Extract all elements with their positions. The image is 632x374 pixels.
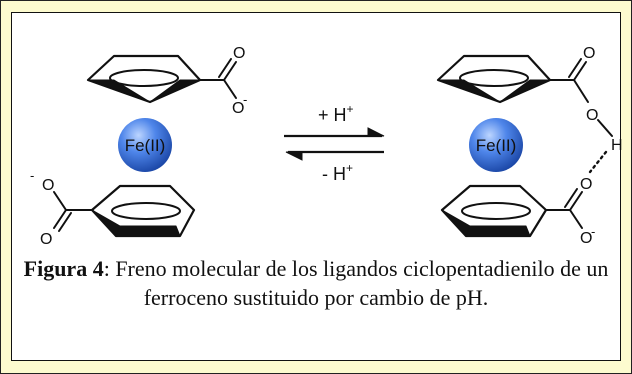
- right-top-hydroxyl-oxygen: O: [586, 107, 598, 124]
- left-top-cp-ring: [86, 54, 202, 104]
- reverse-arrowhead: [285, 151, 303, 161]
- right-iron-center: Fe(II): [469, 118, 523, 172]
- right-top-cp-ring: [436, 54, 552, 104]
- right-top-carbonyl-oxygen: O: [583, 45, 595, 62]
- left-iron-center: Fe(II): [118, 118, 172, 172]
- right-ferrocene: [436, 54, 613, 238]
- left-bottom-cp-ring: [90, 184, 196, 238]
- right-atom-labels: O O H O O -: [580, 45, 623, 247]
- hydrogen-bond: [588, 150, 608, 174]
- left-metal-label: Fe(II): [125, 136, 166, 155]
- caption-label: Figura 4: [23, 256, 104, 281]
- right-metal-label: Fe(II): [476, 136, 517, 155]
- right-bottom-cp-ring: [440, 184, 548, 238]
- right-bottom-carbonyl-oxygen: O: [580, 176, 592, 193]
- caption-text: : Freno molecular de los ligandos ciclop…: [103, 256, 609, 310]
- left-bottom-anionic-oxygen: O: [42, 177, 54, 194]
- left-bottom-carboxylate: [53, 191, 93, 232]
- left-bottom-negative-charge: -: [30, 168, 34, 183]
- right-bottom-negative-charge: -: [591, 224, 595, 239]
- equilibrium-arrows: [284, 127, 385, 161]
- left-top-anionic-oxygen: O: [232, 100, 244, 117]
- figure-caption: Figura 4: Freno molecular de los ligando…: [20, 254, 612, 312]
- right-bottom-anionic-oxygen: O: [580, 230, 592, 247]
- right-acidic-hydrogen: H: [611, 137, 623, 154]
- left-bottom-carbonyl-oxygen: O: [40, 231, 52, 248]
- left-top-carbonyl-oxygen: O: [233, 45, 245, 62]
- reverse-label: - H+: [322, 161, 353, 184]
- right-top-carboxylic-acid: [549, 58, 613, 137]
- arrow-labels: + H+ - H+: [318, 102, 354, 184]
- forward-arrowhead: [367, 127, 385, 137]
- right-bottom-carboxylate: [545, 188, 583, 229]
- left-ferrocene: [53, 54, 237, 238]
- forward-label: + H+: [318, 102, 354, 125]
- left-top-carboxylate: [199, 58, 237, 99]
- left-top-negative-charge: -: [243, 92, 247, 107]
- left-atom-labels: O O - O - O: [30, 45, 247, 248]
